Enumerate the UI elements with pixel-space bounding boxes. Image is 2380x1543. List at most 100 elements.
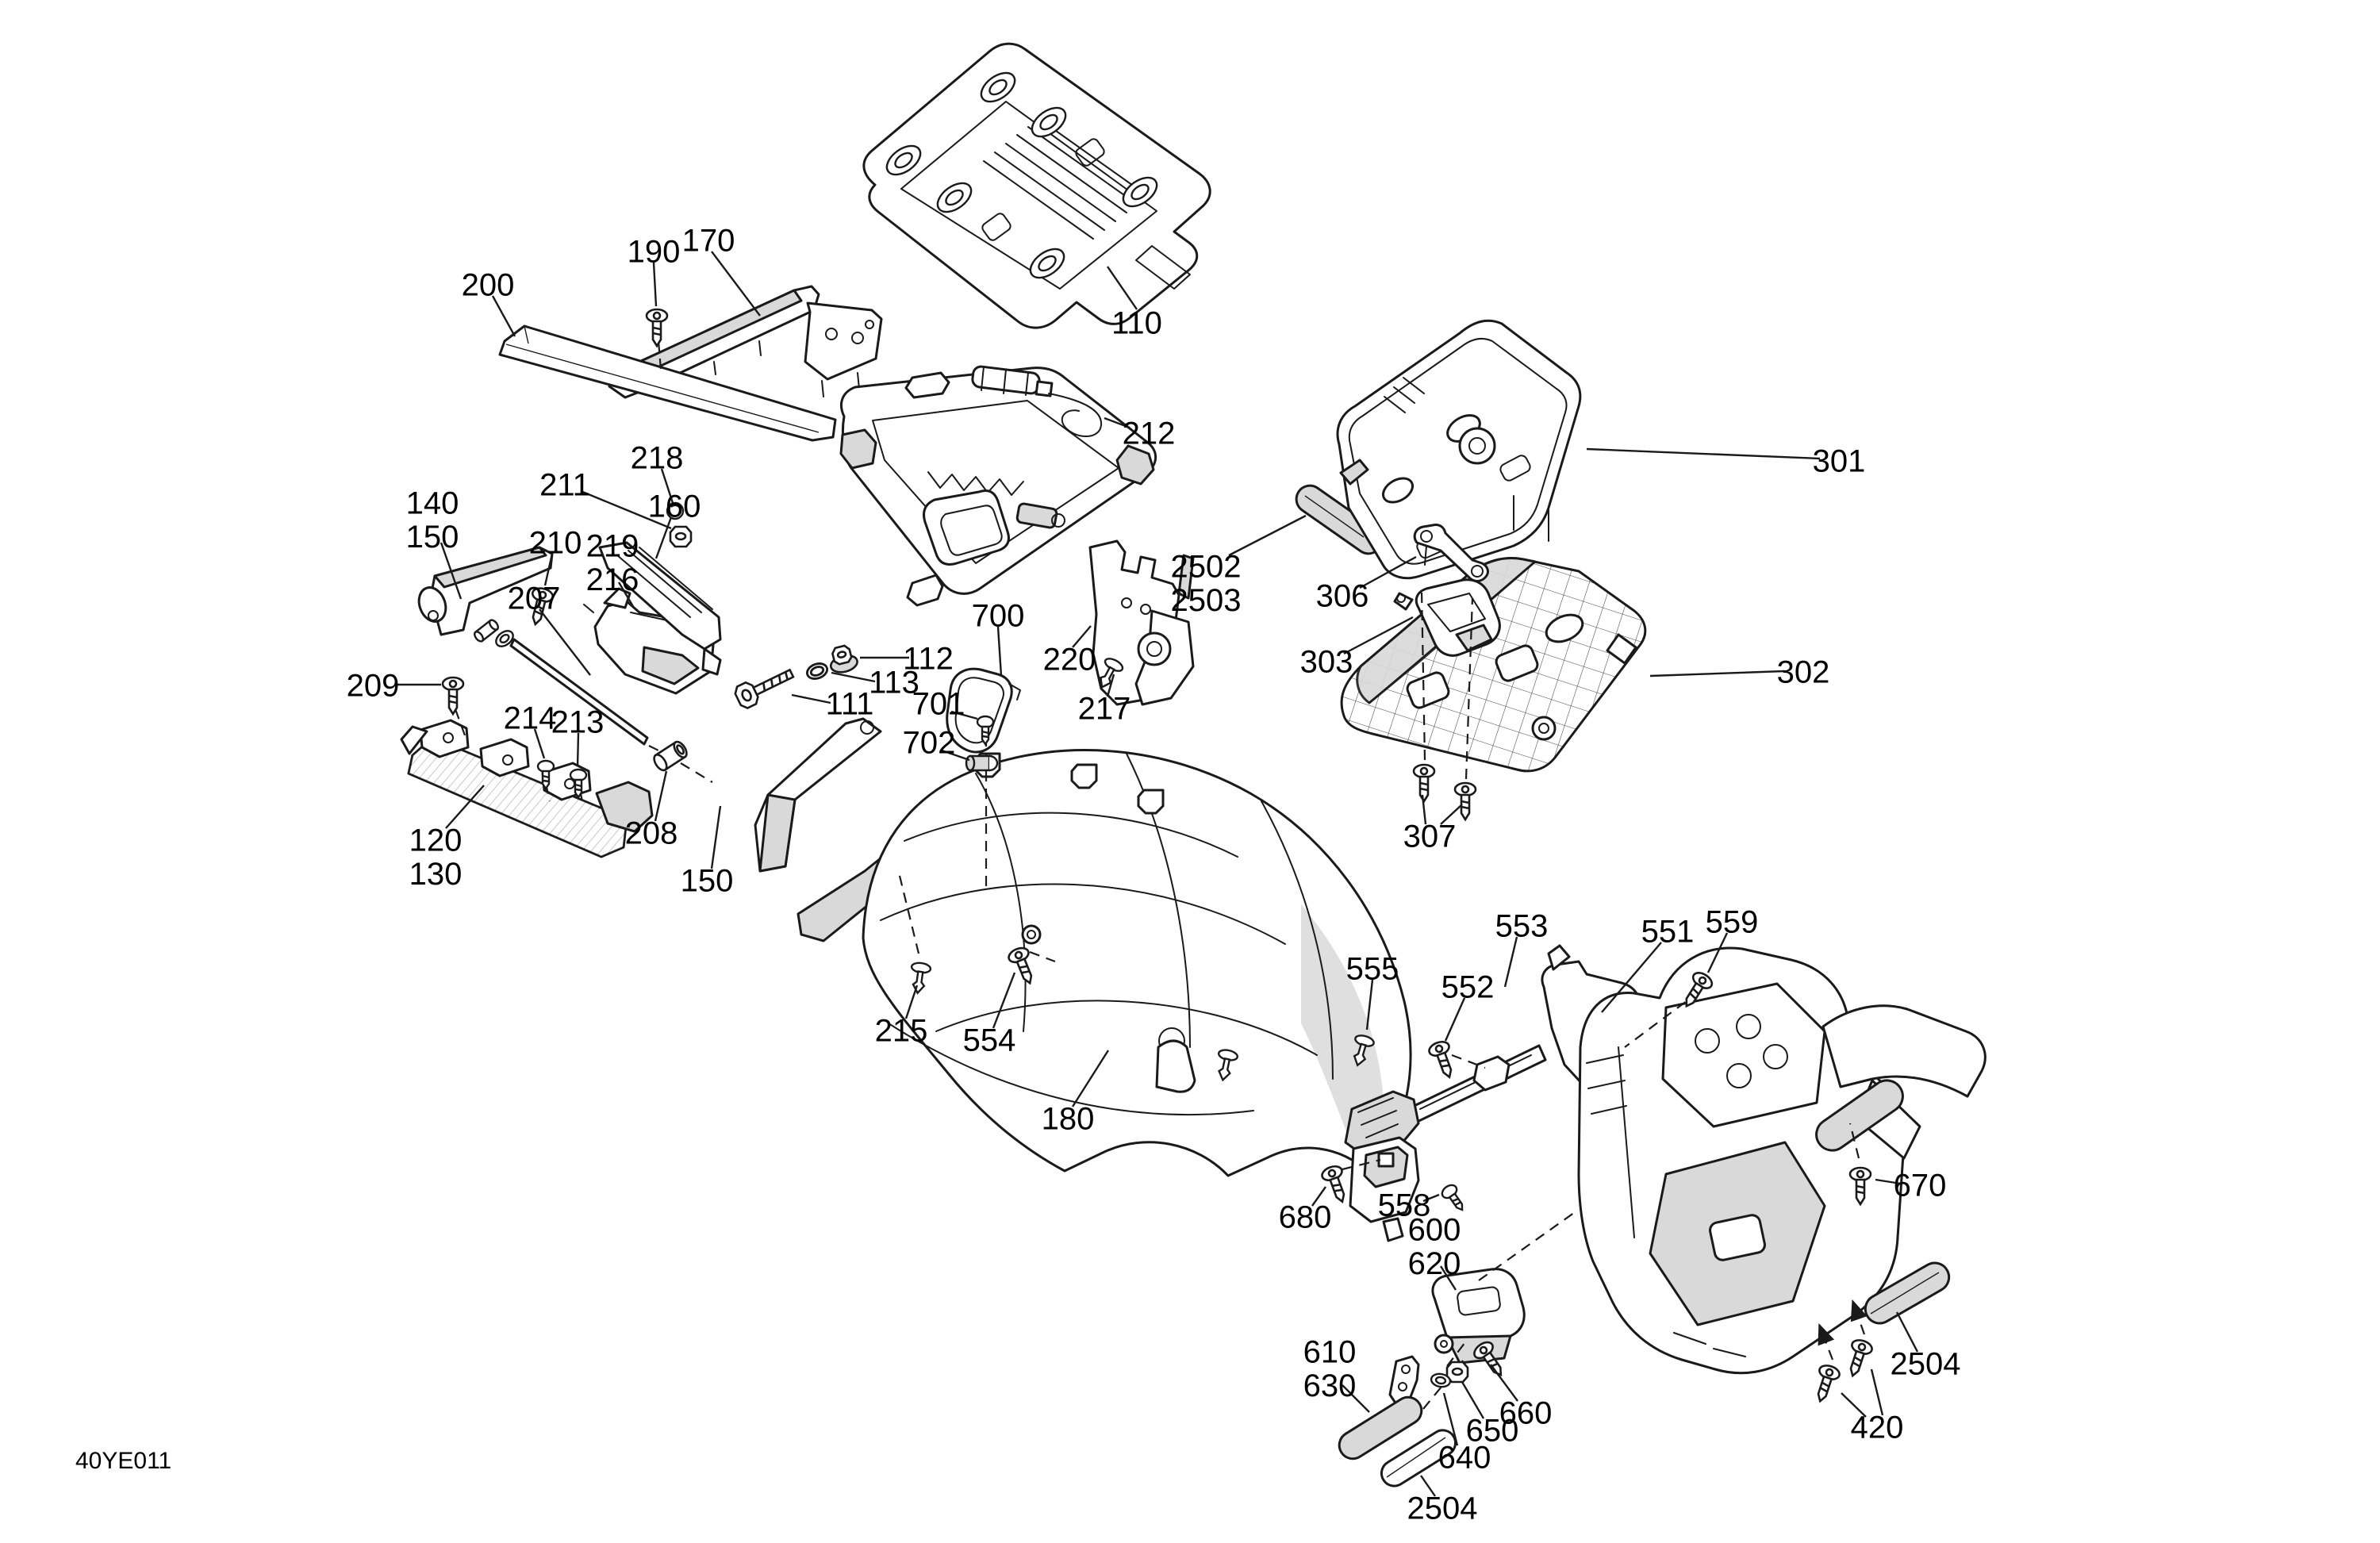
leader-line-120-130 (445, 785, 485, 829)
leader-line-211 (580, 489, 672, 530)
part-label-558: 558 (1378, 1188, 1431, 1223)
part-2502-2503-pad (1295, 484, 1384, 555)
leader-line-215 (904, 985, 919, 1019)
leader-line-2502-2503 (1228, 514, 1307, 557)
part-207-rod (509, 638, 649, 746)
part-label-217: 217 (1078, 691, 1131, 726)
leader-line-140-150 (440, 542, 463, 600)
leader-line-307 (1440, 804, 1463, 825)
assembly-dash-line (1420, 589, 1426, 761)
leader-line-2504-left (1420, 1475, 1436, 1497)
part-label-180: 180 (1042, 1101, 1095, 1136)
leader-line-670 (1875, 1178, 1902, 1185)
part-180-fender (797, 749, 1412, 1177)
leader-line-307 (1421, 794, 1427, 825)
leader-line-302 (1649, 670, 1785, 677)
assembly-dash-line (1342, 1158, 1381, 1171)
leader-line-555 (1365, 979, 1374, 1031)
part-120-130-lower-rail (400, 719, 654, 858)
leader-line-180 (1071, 1050, 1110, 1107)
leader-line-701 (950, 710, 978, 720)
part-label-210: 210 (529, 525, 582, 560)
install-direction-arrow (1818, 1322, 1835, 1361)
part-label-420: 420 (1851, 1410, 1904, 1445)
leader-line-554 (992, 972, 1016, 1029)
leader-line-702 (941, 749, 970, 762)
leader-line-210 (543, 553, 554, 586)
part-label-640: 640 (1438, 1440, 1491, 1475)
part-label-220: 220 (1043, 642, 1096, 677)
leader-line-650 (1461, 1381, 1485, 1419)
leader-line-111 (791, 693, 831, 704)
part-610-630-bracket (1338, 1355, 1423, 1460)
part-label-650: 650 (1466, 1413, 1519, 1448)
leader-line-2504-right (1895, 1311, 1919, 1353)
part-label-2504-left: 2504 (1407, 1491, 1478, 1526)
part-label-208: 208 (625, 816, 678, 850)
fastener-clamp-icon (965, 754, 999, 772)
leader-line-190 (652, 262, 658, 307)
assembly-dash-line (1848, 1123, 1860, 1159)
part-200-wear-strip (498, 324, 837, 442)
leader-line-680 (1311, 1186, 1326, 1207)
leader-line-219-216 (617, 582, 635, 608)
part-label-170: 170 (682, 223, 735, 258)
part-2504-reflector-right (1864, 1261, 1951, 1325)
part-label-2504-right: 2504 (1891, 1346, 1961, 1381)
part-label-660: 660 (1499, 1395, 1553, 1430)
part-2504-reflector-left (1380, 1429, 1457, 1487)
parts-artwork (400, 42, 1987, 1487)
assembly-dash-line (454, 708, 470, 745)
assembly-dash-line (1451, 1054, 1486, 1069)
assembly-dash-line (897, 872, 920, 954)
part-label-680: 680 (1279, 1199, 1332, 1234)
part-label-303: 303 (1300, 644, 1353, 679)
part-551-rear-frame (1577, 946, 1987, 1375)
part-label-110: 110 (1111, 305, 1162, 340)
part-label-551: 551 (1641, 914, 1695, 949)
part-label-552: 552 (1441, 969, 1495, 1004)
leader-line-640 (1442, 1392, 1459, 1446)
leader-line-214 (533, 728, 546, 759)
leader-line-303 (1343, 616, 1414, 655)
assembly-dash-line (657, 340, 662, 370)
part-label-112: 112 (903, 641, 954, 676)
part-110-rack-plate (862, 42, 1211, 329)
part-label-553: 553 (1495, 908, 1549, 943)
assembly-dash-line (1464, 597, 1474, 780)
part-label-702: 702 (903, 725, 956, 760)
leader-line-150 (710, 805, 722, 869)
part-label-215: 215 (875, 1013, 928, 1048)
part-label-307: 307 (1403, 819, 1457, 854)
leader-line-553 (1503, 936, 1518, 988)
part-label-302: 302 (1777, 654, 1830, 689)
assembly-dash-line (648, 745, 662, 753)
part-label-200: 200 (462, 267, 515, 302)
part-150-arm (754, 717, 882, 873)
part-212-latch-cable (971, 365, 1103, 438)
leader-line-217 (1106, 674, 1115, 697)
leader-line-420 (1841, 1392, 1867, 1418)
part-label-207: 207 (508, 581, 561, 616)
part-label-701: 701 (912, 686, 965, 721)
leader-line-420 (1870, 1368, 1884, 1416)
part-303-striker (1393, 578, 1501, 657)
assembly-dash-line (1478, 1210, 1578, 1281)
part-seat-base-frame (839, 367, 1157, 607)
part-label-306: 306 (1316, 578, 1369, 613)
part-label-555: 555 (1346, 951, 1399, 986)
part-label-209: 209 (347, 668, 400, 703)
part-558-680-bracket (1349, 1136, 1420, 1242)
part-label-212: 212 (1123, 416, 1176, 451)
leader-line-170 (711, 251, 761, 317)
leader-line-208 (654, 770, 668, 822)
part-label-150: 150 (681, 863, 734, 898)
install-direction-arrow (1850, 1299, 1868, 1335)
